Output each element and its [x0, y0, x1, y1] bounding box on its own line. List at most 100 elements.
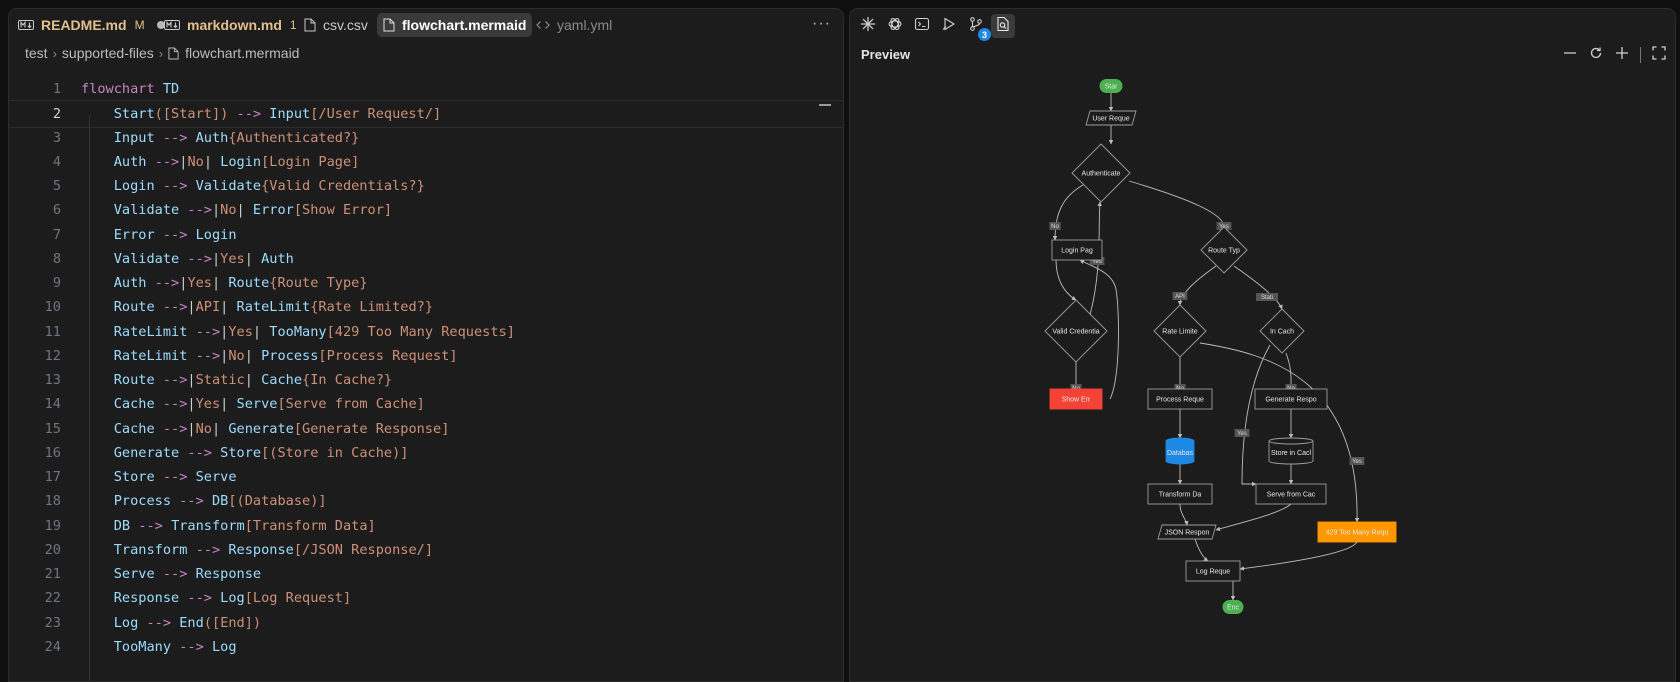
flow-node-log[interactable]: Log Reque: [1185, 560, 1241, 582]
flow-edge: [1194, 538, 1209, 562]
reset-icon: [1589, 46, 1603, 65]
source-control-button[interactable]: 3: [964, 14, 991, 41]
preview-file-button[interactable]: [991, 14, 1015, 38]
run-icon: [941, 16, 957, 37]
flow-node-store[interactable]: Store in Cacl: [1268, 437, 1314, 465]
tab-label: README.md: [41, 17, 127, 33]
node-label: Show Err: [1062, 396, 1091, 403]
node-label: Enc: [1227, 604, 1240, 611]
flow-node-db[interactable]: Databas: [1165, 437, 1195, 465]
breadcrumb-folder-supported-files[interactable]: supported-files: [61, 45, 154, 61]
code-line[interactable]: 11 RateLimit -->|Yes| TooMany[429 Too Ma…: [9, 319, 843, 345]
preview-toolbar: 3: [856, 13, 1018, 41]
code-line[interactable]: 3 Input --> Auth{Authenticated?}: [9, 125, 843, 151]
tab-csv[interactable]: csv.csv: [304, 13, 368, 37]
edge-label: No: [1049, 222, 1061, 230]
flow-node-login[interactable]: Login Pag: [1051, 239, 1103, 261]
flow-node-response[interactable]: JSON Respon: [1157, 524, 1217, 540]
breadcrumb-file[interactable]: flowchart.mermaid: [185, 45, 300, 61]
code-line[interactable]: 4 Auth -->|No| Login[Login Page]: [9, 149, 843, 175]
code-text: TooMany --> Log: [113, 638, 237, 655]
flow-node-route[interactable]: Route Typ: [1200, 226, 1248, 274]
fold-indicator[interactable]: [819, 104, 831, 106]
code-line[interactable]: 17 Store --> Serve: [9, 464, 843, 490]
markdown-icon: [18, 19, 34, 31]
code-text: Process --> DB[(Database)]: [113, 493, 327, 510]
flow-node-toomany[interactable]: 429 Too Many Requ: [1317, 521, 1397, 543]
sparkle-icon: [860, 16, 876, 37]
flow-node-start[interactable]: Star: [1099, 79, 1123, 93]
tab-markdown[interactable]: markdown.md 1: [164, 13, 297, 37]
code-line[interactable]: 16 Generate --> Store[(Store in Cache)]: [9, 440, 843, 466]
fullscreen-button[interactable]: [1649, 45, 1669, 65]
code-line[interactable]: 21 Serve --> Response: [9, 561, 843, 587]
edge-label: Stati: [1256, 293, 1278, 301]
flow-node-auth[interactable]: Authenticate: [1071, 143, 1131, 203]
tab-readme[interactable]: README.md M: [18, 13, 165, 37]
code-line[interactable]: 7 Error --> Login: [9, 222, 843, 248]
more-actions-button[interactable]: ···: [812, 15, 831, 32]
node-label: Route Typ: [1208, 247, 1240, 254]
code-text: Serve --> Response: [113, 566, 262, 582]
line-number: 6: [52, 202, 61, 219]
openai-button[interactable]: [883, 14, 907, 38]
flow-node-process[interactable]: Process Reque: [1147, 388, 1213, 410]
code-line[interactable]: 20 Transform --> Response[/JSON Response…: [9, 537, 843, 563]
code-line[interactable]: 2 Start([Start]) --> Input[/User Request…: [9, 100, 843, 129]
flow-node-serve[interactable]: Serve from Cac: [1255, 483, 1327, 505]
svg-text:Yes: Yes: [1352, 459, 1362, 465]
code-text: Store --> Serve: [113, 469, 237, 485]
code-line[interactable]: 19 DB --> Transform[Transform Data]: [9, 513, 843, 539]
code-line[interactable]: 9 Auth -->|Yes| Route{Route Type}: [9, 270, 843, 296]
tab-label: csv.csv: [323, 17, 368, 33]
sparkle-button[interactable]: [856, 14, 880, 38]
flow-node-validate[interactable]: Valid Credentia: [1044, 299, 1108, 363]
line-number: 17: [44, 469, 61, 485]
run-button[interactable]: [937, 14, 961, 38]
code-line[interactable]: 13 Route -->|Static| Cache{In Cache?}: [9, 367, 843, 393]
line-number: 23: [44, 614, 61, 631]
breadcrumb-folder-test[interactable]: test: [25, 45, 48, 61]
flow-node-input[interactable]: User Reque: [1085, 110, 1137, 126]
code-text: flowchart TD: [81, 81, 180, 97]
code-line[interactable]: 22 Response --> Log[Log Request]: [9, 585, 843, 611]
code-line[interactable]: 24 TooMany --> Log: [9, 634, 843, 660]
unsaved-dot-icon[interactable]: [156, 21, 165, 29]
code-text: RateLimit -->|Yes| TooMany[429 Too Many …: [113, 323, 515, 340]
code-text: Login --> Validate{Valid Credentials?}: [113, 178, 425, 194]
code-line[interactable]: 5 Login --> Validate{Valid Credentials?}: [9, 173, 843, 199]
flow-node-error[interactable]: Show Err: [1049, 388, 1103, 410]
tab-flowchart[interactable]: flowchart.mermaid: [377, 13, 533, 37]
zoom-in-button[interactable]: [1612, 45, 1632, 65]
node-label: Login Pag: [1061, 247, 1093, 254]
code-text: RateLimit -->|No| Process[Process Reques…: [113, 347, 458, 364]
code-text: Transform --> Response[/JSON Response/]: [113, 541, 434, 558]
terminal-button[interactable]: [910, 14, 934, 38]
zoom-out-button[interactable]: [1560, 45, 1580, 65]
flow-node-transform[interactable]: Transform Da: [1147, 483, 1213, 505]
code-line[interactable]: 10 Route -->|API| RateLimit{Rate Limited…: [9, 294, 843, 320]
flow-node-generate[interactable]: Generate Respo: [1254, 388, 1328, 410]
code-line[interactable]: 6 Validate -->|No| Error[Show Error]: [9, 197, 843, 223]
tab-yaml[interactable]: yaml.yml: [536, 13, 612, 37]
flow-node-end[interactable]: Enc: [1222, 600, 1244, 614]
code-text: Route -->|API| RateLimit{Rate Limited?}: [113, 299, 434, 316]
line-number: 5: [52, 178, 61, 194]
line-number: 12: [44, 347, 61, 364]
edge-label: Yes: [1349, 457, 1365, 465]
tab-problems-badge: 1: [289, 18, 297, 32]
preview-title: Preview: [861, 47, 911, 62]
code-line[interactable]: 18 Process --> DB[(Database)]: [9, 488, 843, 514]
code-text: Validate -->|No| Error[Show Error]: [113, 202, 393, 219]
reset-zoom-button[interactable]: [1586, 45, 1606, 65]
code-line[interactable]: 14 Cache -->|Yes| Serve[Serve from Cache…: [9, 391, 843, 417]
preview-file-icon: [995, 16, 1011, 37]
code-line[interactable]: 8 Validate -->|Yes| Auth: [9, 246, 843, 272]
flow-node-cache[interactable]: In Cach: [1259, 308, 1305, 354]
flow-node-ratelimit[interactable]: Rate Limite: [1153, 304, 1207, 358]
code-line[interactable]: 12 RateLimit -->|No| Process[Process Req…: [9, 343, 843, 369]
code-line[interactable]: 23 Log --> End([End]): [9, 610, 843, 636]
code-line[interactable]: 15 Cache -->|No| Generate[Generate Respo…: [9, 416, 843, 442]
